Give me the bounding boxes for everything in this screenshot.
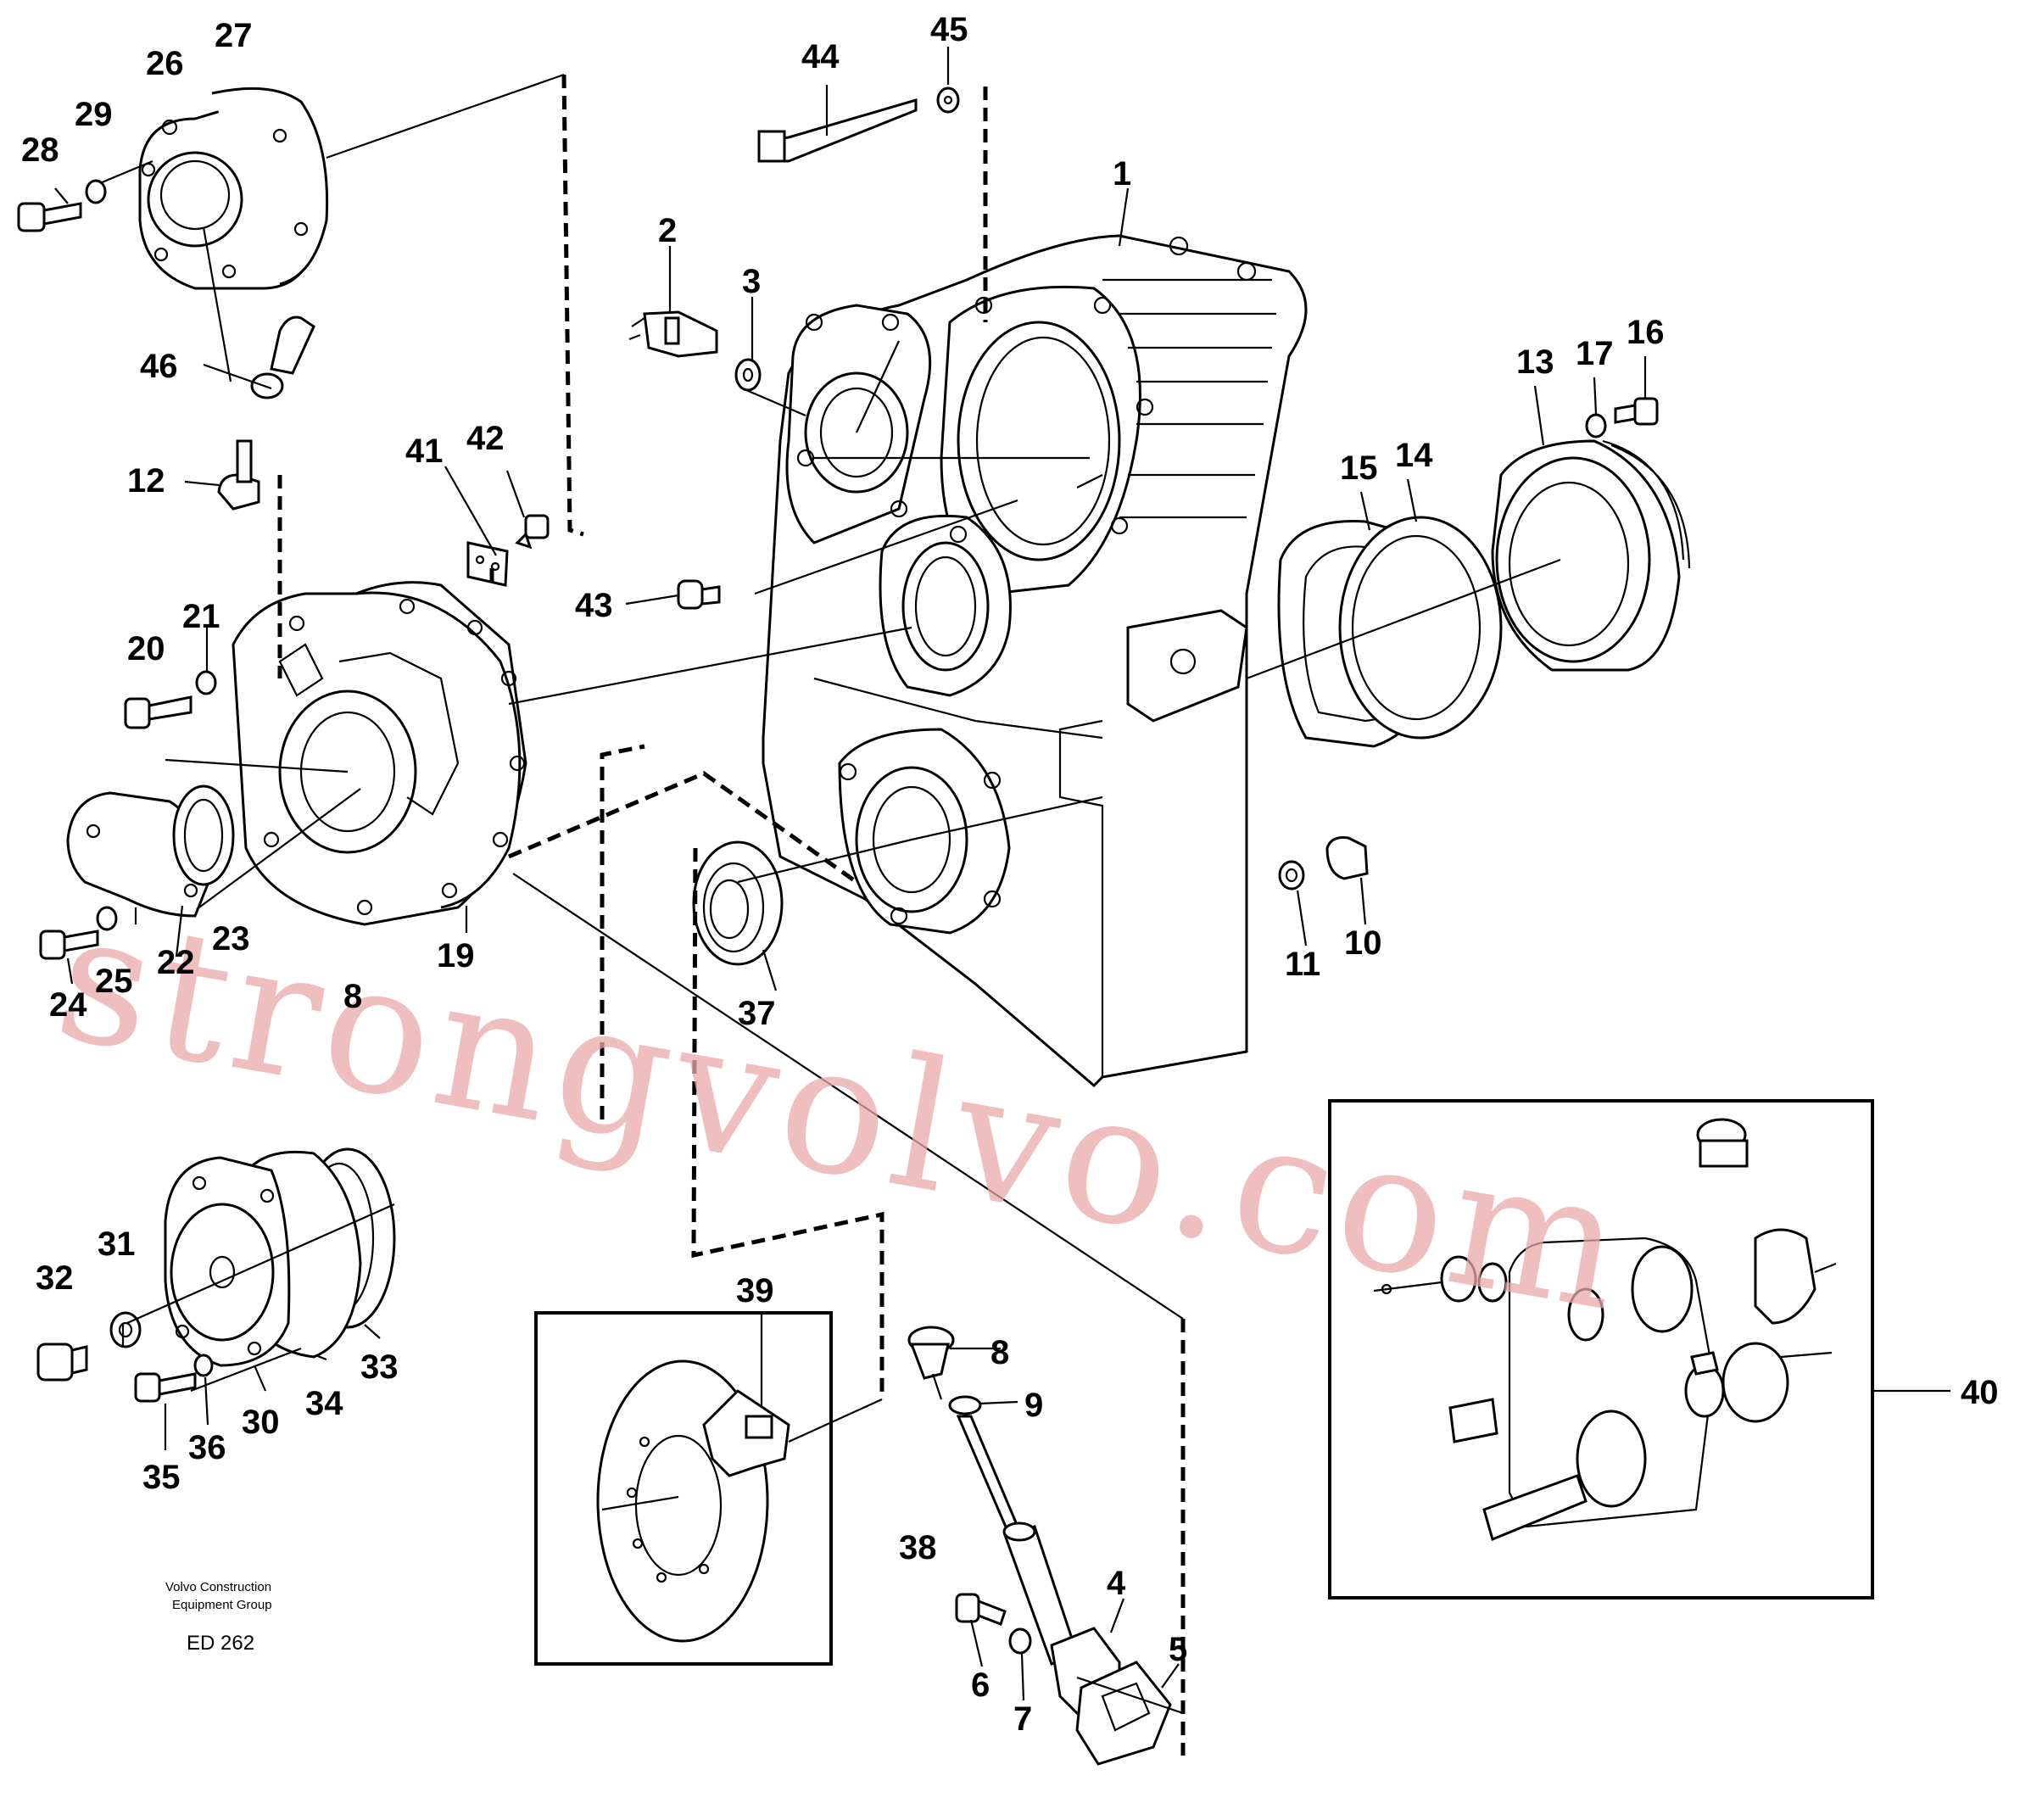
callout-38: 38	[899, 1529, 937, 1566]
plug-10	[1325, 836, 1369, 880]
callout-5: 5	[1169, 1631, 1187, 1668]
callout-36: 36	[188, 1429, 226, 1466]
callout-2: 2	[658, 212, 677, 249]
callout-3: 3	[742, 263, 761, 300]
bolt-16	[1614, 397, 1659, 426]
callout-16: 16	[1627, 314, 1665, 351]
callout-24: 24	[49, 986, 87, 1024]
callout-10: 10	[1344, 924, 1382, 962]
callout-30: 30	[242, 1404, 280, 1441]
transfer-case-housing	[762, 234, 1308, 1088]
callout-40: 40	[1961, 1374, 1999, 1411]
elbow-fitting-12	[217, 439, 260, 511]
callout-numbers: 1 2 3 4 5 6 7 8 9 10 11 12 13 14 15 16 1…	[21, 11, 1999, 1738]
brake-disc-detail-frame	[534, 1311, 833, 1666]
callout-6: 6	[971, 1666, 990, 1704]
callout-43: 43	[575, 587, 613, 624]
callout-33: 33	[360, 1348, 399, 1386]
callout-28: 28	[21, 131, 59, 169]
cover-26	[138, 87, 329, 290]
callout-19: 19	[437, 937, 475, 974]
flange-housing-18	[232, 581, 527, 926]
caption-line-1: Volvo Construction	[165, 1580, 271, 1594]
callout-41: 41	[405, 433, 444, 470]
oil-seal-37	[692, 840, 784, 966]
callout-26: 26	[146, 45, 184, 82]
callout-4: 4	[1107, 1565, 1126, 1602]
washer-31	[109, 1311, 142, 1348]
callout-32: 32	[36, 1259, 74, 1297]
callout-27: 27	[215, 17, 253, 54]
callout-9: 9	[1024, 1387, 1043, 1424]
washer-29	[85, 179, 107, 204]
caption-line-2: Equipment Group	[172, 1598, 272, 1612]
gasket-5	[1075, 1661, 1172, 1766]
plate-41	[466, 541, 509, 587]
seal-23	[172, 784, 235, 886]
bolt-6	[955, 1593, 1007, 1626]
callout-1: 1	[1113, 155, 1131, 193]
callout-39: 39	[736, 1272, 774, 1309]
bolt-28	[17, 202, 82, 232]
seal-ring-9	[948, 1395, 982, 1415]
callout-13: 13	[1516, 343, 1554, 381]
callout-46: 46	[140, 348, 178, 385]
washer-17	[1585, 413, 1607, 438]
dipstick-rod	[956, 1415, 1019, 1532]
callout-8: 8	[990, 1334, 1009, 1371]
callout-21: 21	[182, 598, 220, 635]
washer-21	[195, 670, 217, 695]
shim-ring-14	[1338, 516, 1503, 740]
washer-45	[936, 87, 960, 114]
callout-15: 15	[1340, 449, 1378, 487]
long-bolt-44	[757, 98, 918, 163]
dashed-connection-lines	[277, 74, 1186, 1756]
drawing-code: ED 262	[187, 1632, 254, 1655]
callout-17: 17	[1576, 335, 1614, 372]
callout-12: 12	[127, 462, 165, 500]
drawing-caption: Volvo Construction Equipment Group ED 26…	[165, 1580, 272, 1655]
speed-sensor-2	[628, 310, 718, 358]
callout-22: 22	[157, 944, 195, 981]
washer-25	[96, 906, 118, 931]
brake-caliper-39	[702, 1389, 790, 1477]
assembly-overview-frame	[1328, 1099, 1874, 1599]
callout-25: 25	[95, 963, 133, 1000]
washer-11	[1278, 860, 1305, 890]
plug-43	[677, 579, 721, 610]
leader-lines	[54, 47, 1950, 1715]
callout-29: 29	[75, 96, 113, 133]
callout-31: 31	[98, 1225, 136, 1263]
callout-11: 11	[1285, 946, 1320, 983]
cover-30	[164, 1156, 291, 1367]
washer-7	[1008, 1627, 1032, 1655]
callout-44: 44	[801, 38, 840, 75]
assembly-overview-drawing	[1373, 1118, 1837, 1542]
washer-36	[193, 1354, 214, 1377]
callout-35: 35	[142, 1459, 181, 1496]
callout-42: 42	[466, 420, 505, 457]
callout-18: 8	[343, 978, 362, 1015]
callout-7: 7	[1013, 1700, 1032, 1738]
callout-14: 14	[1395, 437, 1433, 474]
callout-45: 45	[930, 11, 968, 48]
bolt-35	[134, 1372, 197, 1403]
bearing-cover-13	[1491, 439, 1691, 672]
callout-23: 23	[212, 920, 250, 957]
washer-3	[734, 358, 762, 392]
bolt-42	[515, 514, 550, 550]
bolt-20	[124, 695, 193, 729]
plug-32	[36, 1343, 88, 1382]
callout-37: 37	[738, 995, 776, 1032]
bolt-24	[39, 930, 99, 960]
callout-20: 20	[127, 630, 165, 667]
dipstick-8	[907, 1326, 955, 1400]
breather-hose-46	[250, 315, 315, 399]
callout-34: 34	[305, 1385, 343, 1422]
